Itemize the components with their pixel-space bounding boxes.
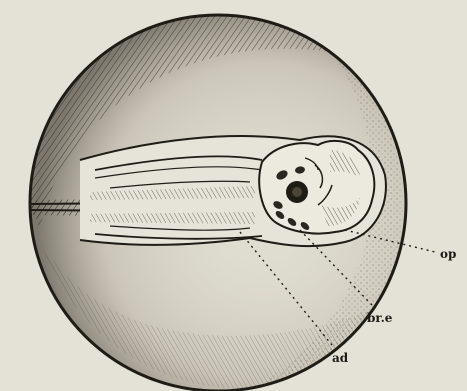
label-op: op bbox=[440, 247, 456, 261]
label-bre: br.e bbox=[367, 311, 393, 325]
label-ad: ad bbox=[332, 351, 349, 365]
embryo-head bbox=[259, 141, 374, 234]
